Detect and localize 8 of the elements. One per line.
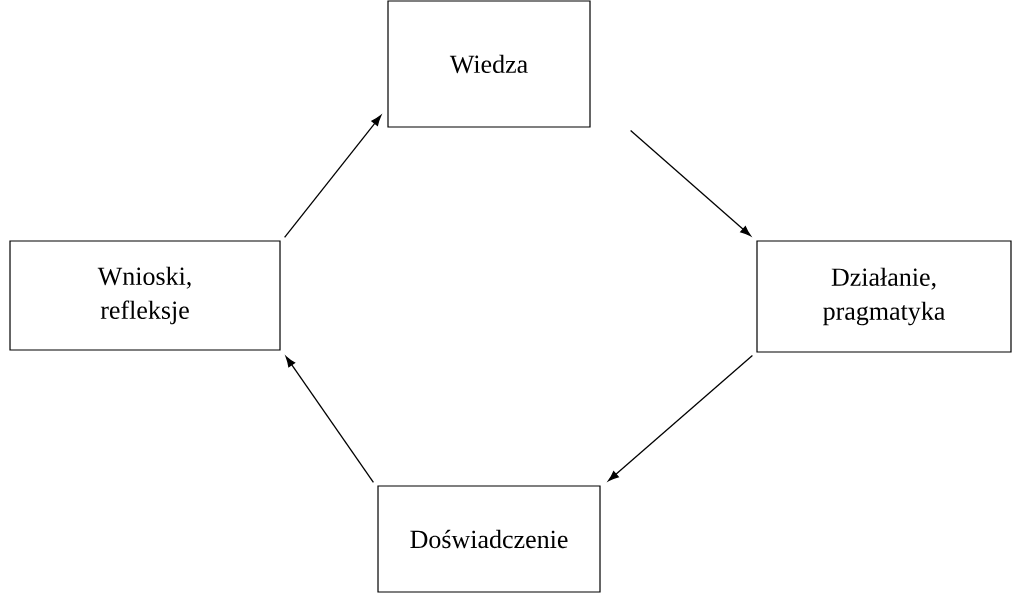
arrow [608, 354, 754, 482]
arrow [283, 115, 382, 239]
process-box: Działanie, pragmatyka [756, 240, 1012, 353]
process-box: Wnioski, refleksje [9, 240, 281, 351]
arrow [285, 356, 375, 484]
process-box: Wiedza [387, 0, 591, 128]
arrow [629, 129, 751, 237]
process-box: Doświadczenie [377, 485, 601, 593]
